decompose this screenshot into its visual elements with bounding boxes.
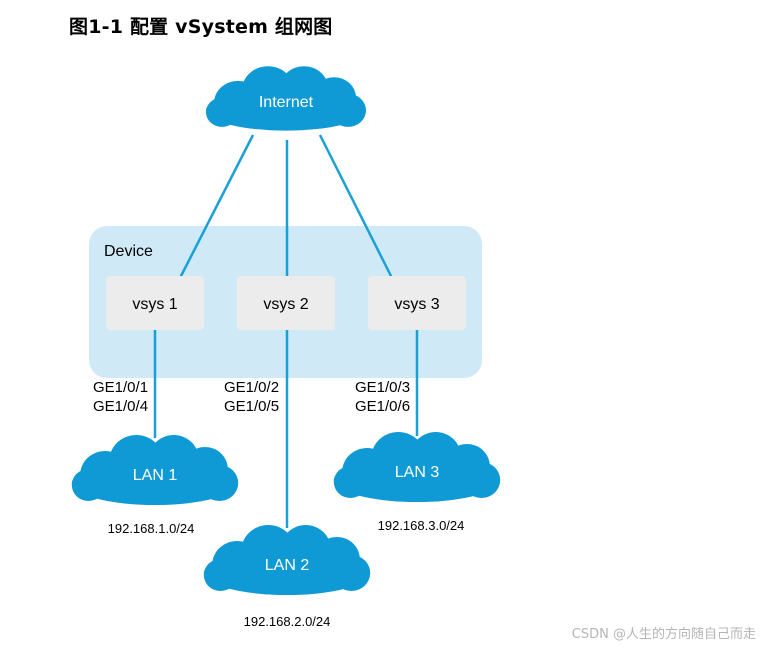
lan1-label: LAN 1	[133, 467, 178, 484]
vsys1-interface-2: GE1/0/4	[93, 398, 148, 415]
vsys3-label: vsys 3	[394, 296, 439, 313]
vsys2-label: vsys 2	[263, 296, 308, 313]
vsys1-label: vsys 1	[132, 296, 177, 313]
vsys2-interface-1: GE1/0/2	[224, 379, 279, 396]
links	[153, 134, 419, 528]
vsys3-interface-2: GE1/0/6	[355, 398, 410, 415]
link-internet-vsys1	[178, 134, 255, 279]
vsys1-interface-1: GE1/0/1	[93, 379, 148, 396]
lan2-subnet: 192.168.2.0/24	[244, 614, 331, 629]
lan3-subnet: 192.168.3.0/24	[378, 518, 465, 533]
vsys3-interface-1: GE1/0/3	[355, 379, 410, 396]
internet-label: Internet	[259, 94, 314, 111]
lan1-subnet: 192.168.1.0/24	[108, 521, 195, 536]
figure-title: 图1-1 配置 vSystem 组网图	[69, 16, 333, 38]
vsys2-interface-2: GE1/0/5	[224, 398, 279, 415]
device-label: Device	[104, 243, 153, 260]
vsys2-box[interactable]	[237, 276, 335, 330]
vsys3-box[interactable]	[368, 276, 466, 330]
watermark: CSDN @人生的方向随自己而走	[571, 627, 756, 642]
link-internet-vsys3	[318, 134, 394, 279]
vsys1-box[interactable]	[106, 276, 204, 330]
lan2-label: LAN 2	[265, 557, 310, 574]
lan3-label: LAN 3	[395, 464, 440, 481]
